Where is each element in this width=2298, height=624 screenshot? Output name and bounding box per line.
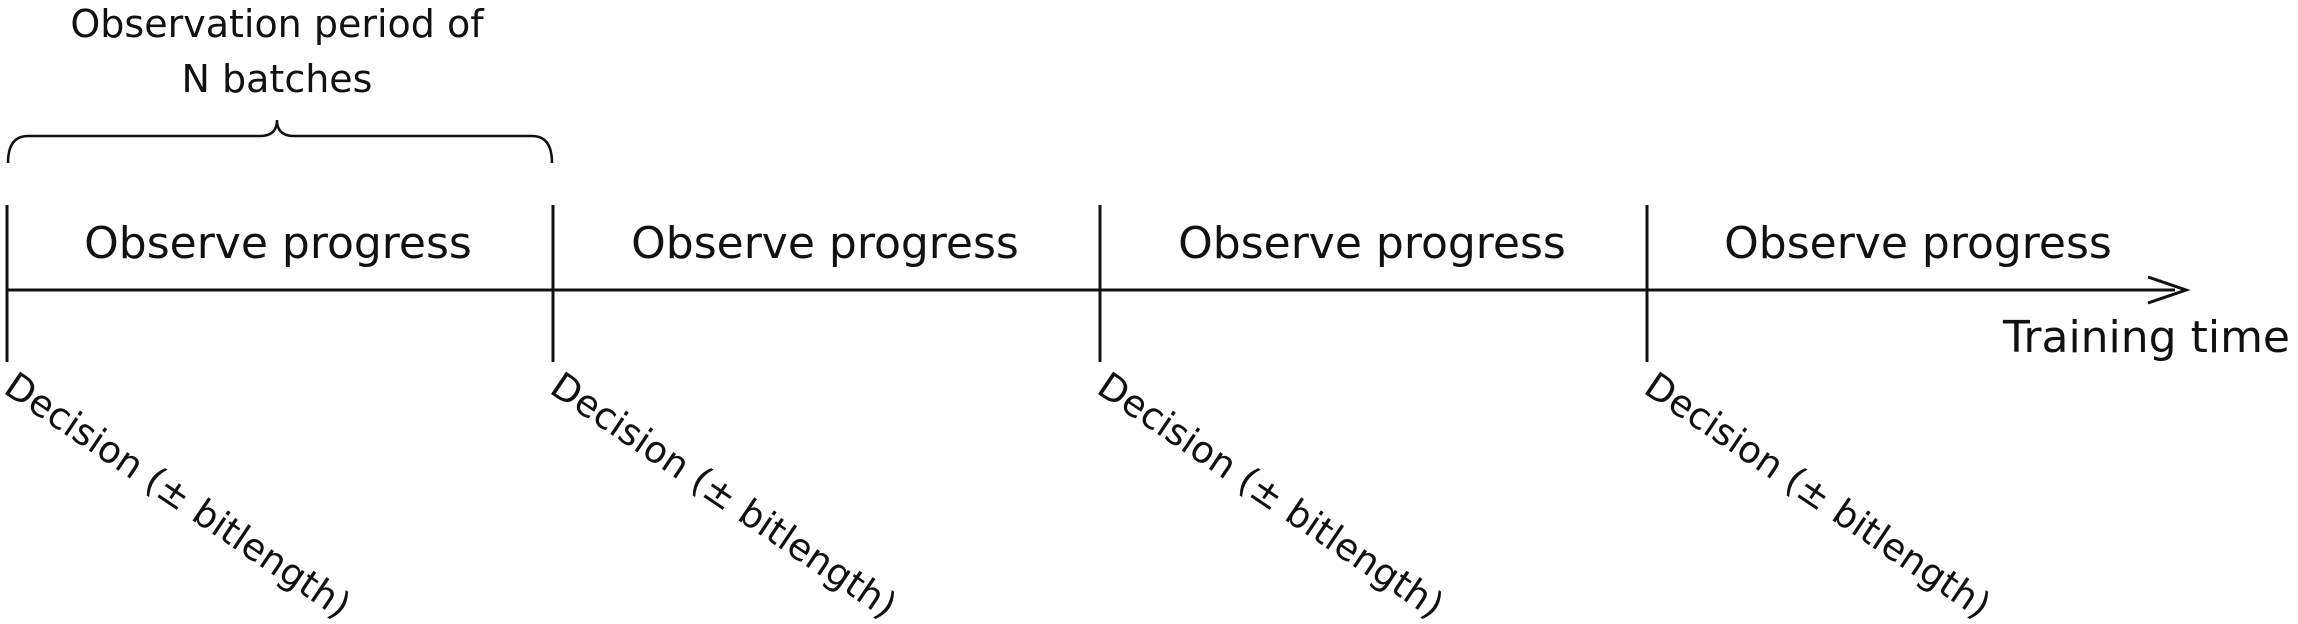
phase-label-3: Observe progress — [1178, 218, 1566, 269]
phase-label-1: Observe progress — [84, 218, 472, 269]
phase-label-2: Observe progress — [631, 218, 1019, 269]
phase-label-4: Observe progress — [1724, 218, 2112, 269]
axis-label: Training time — [2002, 312, 2290, 363]
decision-label-3: Decision (± bitlength) — [1090, 364, 1452, 624]
decision-label-1: Decision (± bitlength) — [0, 364, 359, 624]
timeline-arrowhead — [2147, 275, 2191, 305]
bracket-label-line2: N batches — [182, 57, 373, 101]
observation-period-brace — [6, 119, 554, 164]
bracket-label-line1: Observation period of — [70, 2, 485, 46]
decision-label-2: Decision (± bitlength) — [543, 364, 905, 624]
decision-label-4: Decision (± bitlength) — [1637, 364, 1999, 624]
